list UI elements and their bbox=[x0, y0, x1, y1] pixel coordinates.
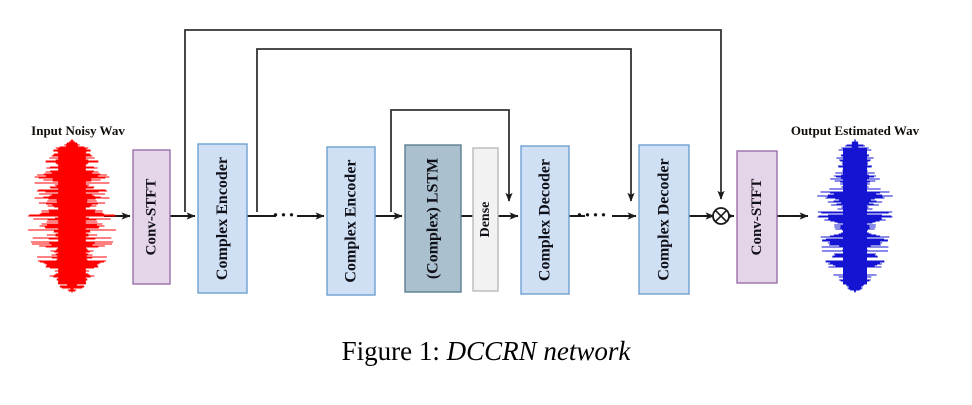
input-noisy-wav-label: Input Noisy Wav bbox=[31, 123, 125, 138]
block-conv-stft-in-label: Conv-STFT bbox=[144, 179, 160, 256]
block-complex-lstm-rect bbox=[404, 144, 462, 293]
output-estimated-wav-label: Output Estimated Wav bbox=[791, 123, 920, 138]
block-dense-rect bbox=[472, 147, 499, 292]
block-decoder-2[interactable]: Complex Decoder bbox=[638, 144, 690, 295]
block-conv-stft-out-label: Conv-STFT bbox=[749, 179, 765, 256]
ellipsis-left: ··· bbox=[272, 203, 296, 227]
operator-layer bbox=[712, 207, 730, 225]
block-dense-label: Dense bbox=[478, 202, 493, 238]
block-decoder-1-label: Complex Decoder bbox=[537, 159, 554, 281]
block-dense[interactable]: Dense bbox=[472, 147, 499, 292]
block-decoder-1-rect bbox=[520, 145, 570, 295]
block-complex-lstm-label: (Complex) LSTM bbox=[425, 158, 442, 279]
waveform-layer: Input Noisy Wav Output Estimated Wav bbox=[28, 123, 920, 293]
block-conv-stft-out[interactable]: Conv-STFT bbox=[736, 150, 778, 284]
block-encoder-2[interactable]: Complex Encoder bbox=[326, 146, 376, 296]
block-decoder-2-rect bbox=[638, 144, 690, 295]
output-estimated-waveform bbox=[817, 139, 893, 293]
block-encoder-2-rect bbox=[326, 146, 376, 296]
block-layer: Conv-STFT Complex Encoder Complex Encoder (… bbox=[132, 143, 778, 296]
input-noisy-waveform bbox=[28, 139, 116, 293]
skip-connection-outer bbox=[184, 29, 725, 212]
block-conv-stft-in[interactable]: Conv-STFT bbox=[132, 149, 171, 285]
block-encoder-2-label: Complex Encoder bbox=[343, 159, 360, 282]
ellipsis-right: ···· bbox=[576, 203, 608, 227]
block-decoder-2-label: Complex Decoder bbox=[656, 158, 673, 280]
block-encoder-1-label: Complex Encoder bbox=[214, 157, 231, 280]
ellipsis-layer: ······· bbox=[272, 203, 608, 227]
block-complex-lstm[interactable]: (Complex) LSTM bbox=[404, 144, 462, 293]
skip-connection-inner bbox=[390, 109, 513, 212]
caption-prefix: Figure 1: bbox=[341, 336, 440, 366]
block-conv-stft-in-rect bbox=[132, 149, 171, 285]
figure-caption: Figure 1: DCCRN network bbox=[0, 336, 972, 367]
skip-connection-middle bbox=[256, 48, 635, 212]
block-conv-stft-out-rect bbox=[736, 150, 778, 284]
block-decoder-1[interactable]: Complex Decoder bbox=[520, 145, 570, 295]
block-encoder-1[interactable]: Complex Encoder bbox=[197, 143, 248, 294]
block-encoder-1-rect bbox=[197, 143, 248, 294]
multiply-node-stroke-2 bbox=[714, 209, 728, 223]
skip-connection-layer bbox=[184, 29, 725, 212]
caption-title: DCCRN network bbox=[446, 336, 631, 366]
